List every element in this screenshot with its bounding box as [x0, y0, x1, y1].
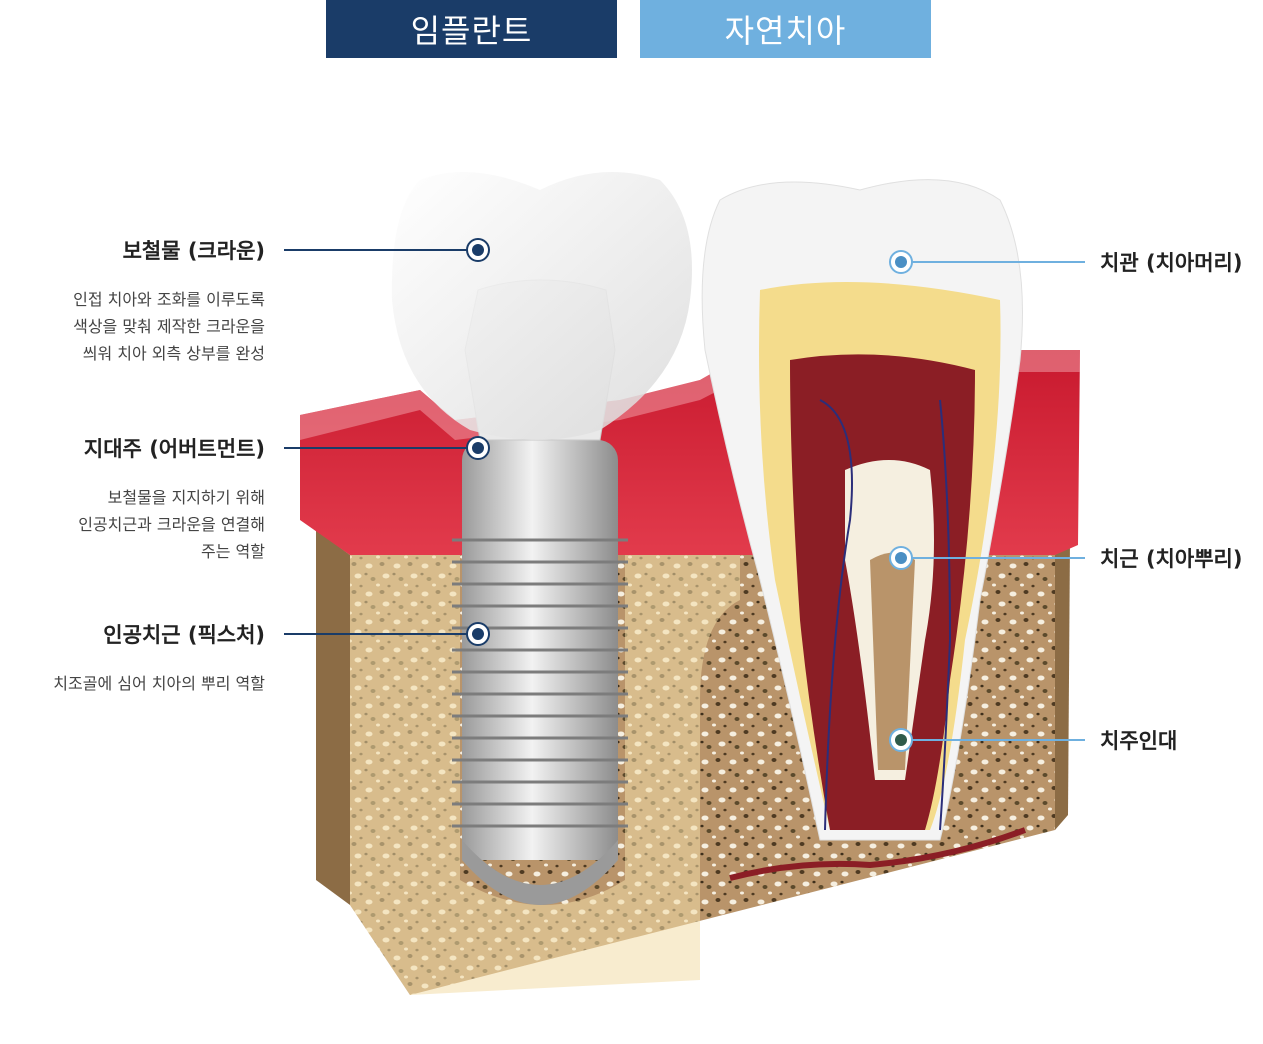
- tab-natural[interactable]: 자연치아: [640, 0, 931, 58]
- label-tooth-root: 치근 (치아뿌리): [1100, 547, 1243, 571]
- nerve: [729, 827, 1027, 881]
- tab-implant[interactable]: 임플란트: [326, 0, 617, 58]
- label-tooth-crown: 치관 (치아머리): [1100, 251, 1243, 275]
- natural-tooth: [701, 179, 1023, 841]
- natural-leaders: [889, 250, 1085, 752]
- label-periodontal-ligament: 치주인대: [1100, 729, 1178, 753]
- desc-fixture: 치조골에 심어 치아의 뿌리 역할: [53, 674, 265, 693]
- desc-abutment: 보철물을 지지하기 위해 인공치근과 크라운을 연결해 주는 역할: [78, 488, 265, 561]
- bone-left-face: [316, 530, 350, 905]
- implant-fixture: [452, 440, 628, 905]
- implant-leaders: [284, 238, 490, 646]
- desc-crown: 인접 치아와 조화를 이루도록 색상을 맞춰 제작한 크라운을 씌워 치아 외측…: [73, 290, 265, 363]
- implant-crown: [391, 172, 692, 440]
- label-crown: 보철물 (크라운): [122, 239, 265, 263]
- label-fixture: 인공치근 (픽스처): [103, 623, 265, 647]
- label-abutment: 지대주 (어버트먼트): [83, 437, 265, 461]
